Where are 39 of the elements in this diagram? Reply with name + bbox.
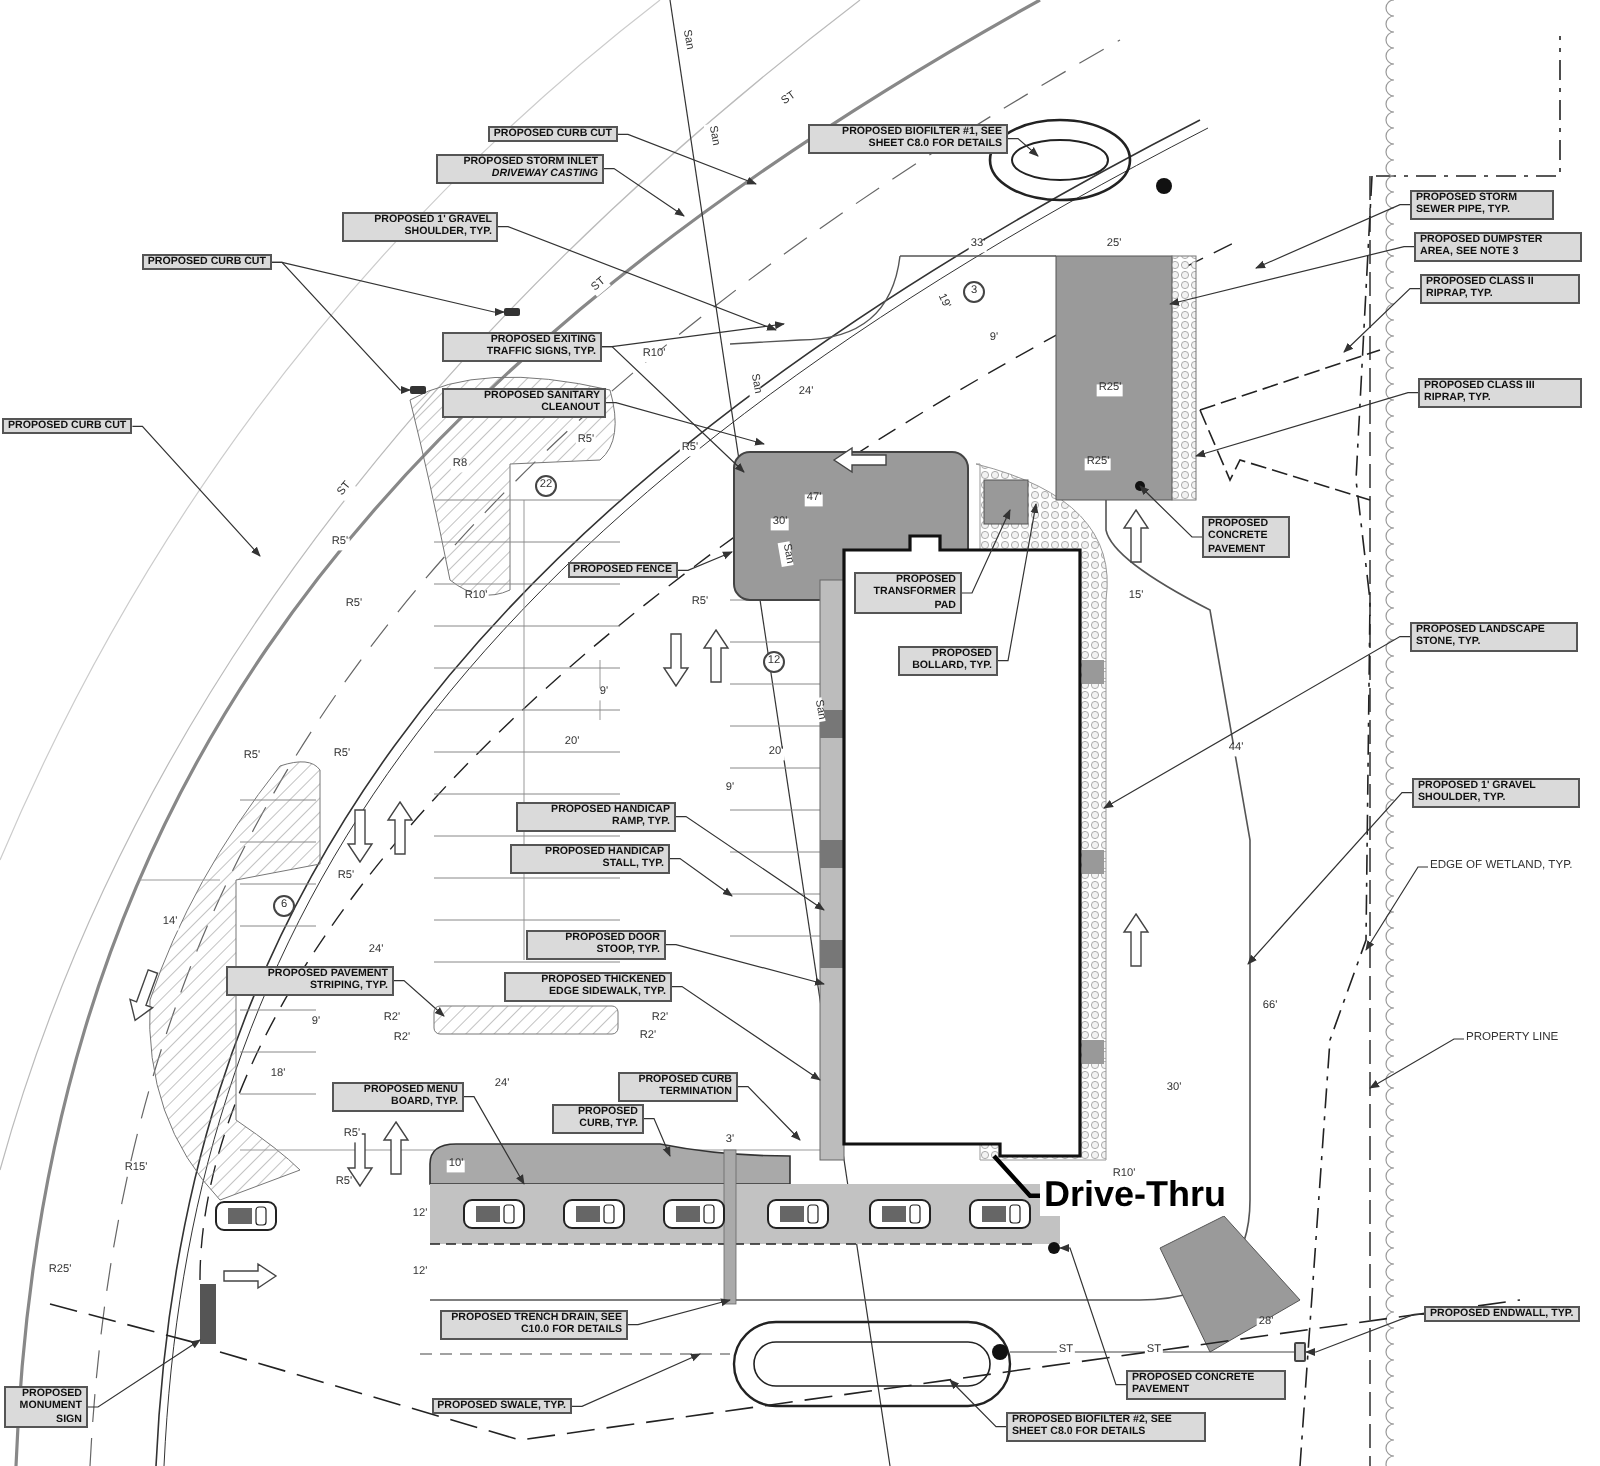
curb-cut-mark bbox=[504, 308, 520, 316]
leader-line bbox=[737, 1086, 801, 1141]
drain-structure bbox=[1048, 1242, 1060, 1254]
leader-line bbox=[665, 944, 825, 986]
leader-line bbox=[1255, 204, 1411, 269]
leader-line bbox=[1103, 636, 1411, 809]
curb-cut-mark bbox=[410, 386, 426, 394]
leader-line bbox=[393, 980, 445, 1017]
leader-line bbox=[1007, 138, 1039, 157]
leader-line bbox=[131, 425, 261, 557]
leader-line bbox=[671, 986, 821, 1081]
leader-line bbox=[1139, 485, 1203, 538]
leader-line bbox=[643, 1118, 671, 1157]
leader-line bbox=[463, 1096, 525, 1185]
leader-line bbox=[1343, 288, 1421, 353]
leader-line bbox=[677, 551, 733, 571]
leader-line bbox=[949, 1379, 1007, 1428]
leader-line bbox=[571, 1353, 701, 1407]
leader-line bbox=[627, 1298, 731, 1326]
leader-line bbox=[997, 503, 1039, 662]
leader-line bbox=[87, 1339, 201, 1408]
leader-line bbox=[605, 402, 765, 446]
leader-line bbox=[603, 168, 685, 217]
leader-line bbox=[1305, 1313, 1425, 1356]
leader-line bbox=[1169, 246, 1415, 306]
leader-line bbox=[669, 858, 733, 897]
leader-line bbox=[1365, 866, 1429, 951]
leader-line bbox=[1195, 392, 1419, 458]
leader-line bbox=[601, 346, 745, 473]
leader-line bbox=[992, 1154, 1040, 1198]
endwall-symbol bbox=[1294, 1342, 1306, 1362]
leader-line bbox=[1247, 792, 1413, 965]
leader-line bbox=[1059, 1244, 1127, 1386]
leader-line bbox=[1369, 1038, 1465, 1089]
leader-line bbox=[961, 509, 1011, 594]
leader-line bbox=[617, 133, 757, 185]
leader-line bbox=[675, 816, 825, 911]
leader-line bbox=[497, 226, 777, 331]
leader-line bbox=[271, 261, 411, 394]
